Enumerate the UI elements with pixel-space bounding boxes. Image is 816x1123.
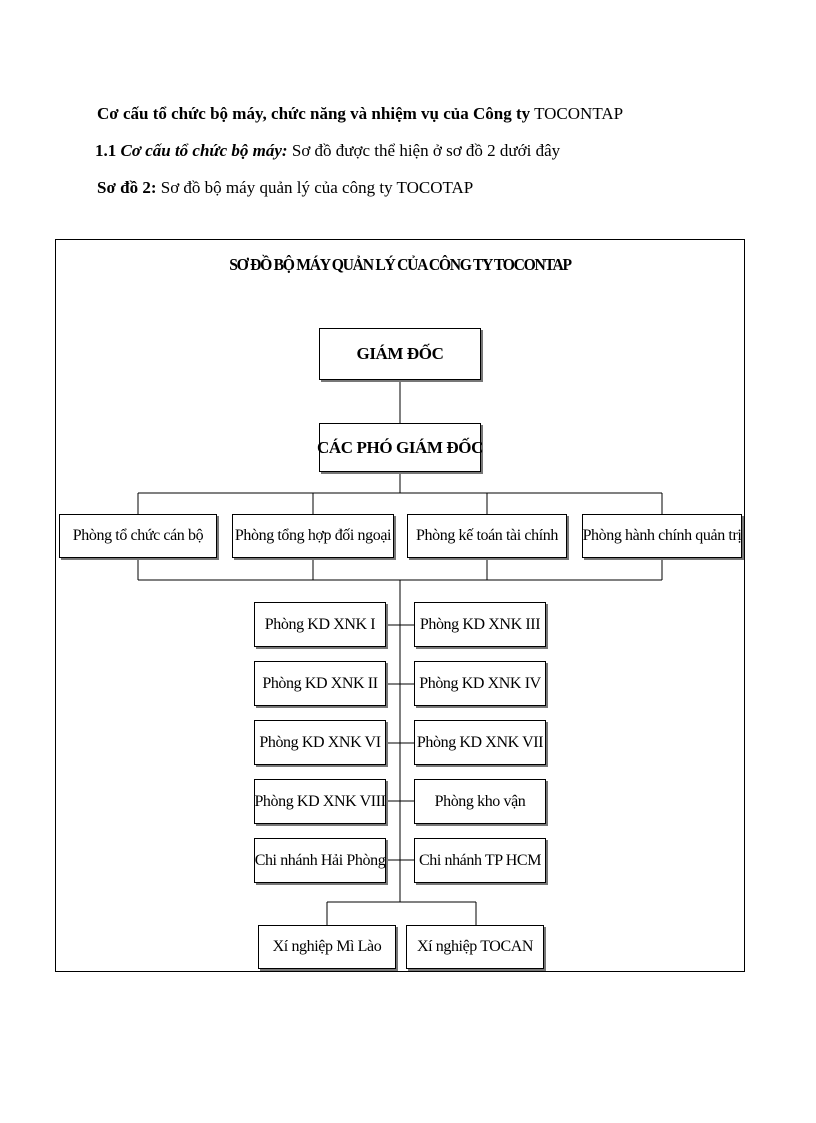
enterprise-tocan: Xí nghiệp TOCAN bbox=[406, 925, 544, 969]
figure-label: Sơ đồ 2: bbox=[97, 178, 157, 197]
heading-line-1-company: TOCONTAP bbox=[534, 104, 624, 123]
heading-line-2: 1.1 Cơ cấu tổ chức bộ máy: Sơ đồ được th… bbox=[95, 141, 560, 161]
unit-right-5: Chi nhánh TP HCM bbox=[414, 838, 546, 883]
unit-left-5: Chi nhánh Hải Phòng bbox=[254, 838, 386, 883]
department-personnel: Phòng tổ chức cán bộ bbox=[59, 514, 217, 558]
enterprise-mi-lao: Xí nghiệp Mì Lào bbox=[258, 925, 396, 969]
diagram-frame bbox=[55, 239, 745, 972]
department-foreign-affairs: Phòng tổng hợp đối ngoại bbox=[232, 514, 394, 558]
unit-right-2: Phòng KD XNK IV bbox=[414, 661, 546, 706]
section-number: 1.1 bbox=[95, 141, 117, 160]
unit-right-4: Phòng kho vận bbox=[414, 779, 546, 824]
heading-line-3: Sơ đồ 2: Sơ đồ bộ máy quản lý của công t… bbox=[97, 178, 473, 198]
heading-line-1: Cơ cấu tổ chức bộ máy, chức năng và nhiệ… bbox=[97, 104, 623, 124]
unit-left-2: Phòng KD XNK II bbox=[254, 661, 386, 706]
section-description: Sơ đồ được thể hiện ở sơ đồ 2 dưới đây bbox=[291, 141, 561, 160]
figure-caption: Sơ đồ bộ máy quản lý của công ty TOCOTAP bbox=[160, 178, 474, 197]
unit-right-1: Phòng KD XNK III bbox=[414, 602, 546, 647]
unit-left-1: Phòng KD XNK I bbox=[254, 602, 386, 647]
section-title: Cơ cấu tổ chức bộ máy: bbox=[120, 141, 288, 160]
diagram-title: SƠ ĐỒ BỘ MÁY QUẢN LÝ CỦA CÔNG TY TOCONTA… bbox=[229, 255, 572, 274]
deputy-directors-box: CÁC PHÓ GIÁM ĐỐC bbox=[317, 423, 483, 472]
unit-left-4: Phòng KD XNK VIII bbox=[254, 779, 386, 824]
heading-line-1-bold: Cơ cấu tổ chức bộ máy, chức năng và nhiệ… bbox=[97, 104, 531, 123]
unit-left-3: Phòng KD XNK VI bbox=[254, 720, 386, 765]
department-administration: Phòng hành chính quản trị bbox=[582, 514, 742, 558]
unit-right-3: Phòng KD XNK VII bbox=[414, 720, 546, 765]
director-box: GIÁM ĐỐC bbox=[319, 328, 481, 380]
department-finance: Phòng kế toán tài chính bbox=[407, 514, 567, 558]
